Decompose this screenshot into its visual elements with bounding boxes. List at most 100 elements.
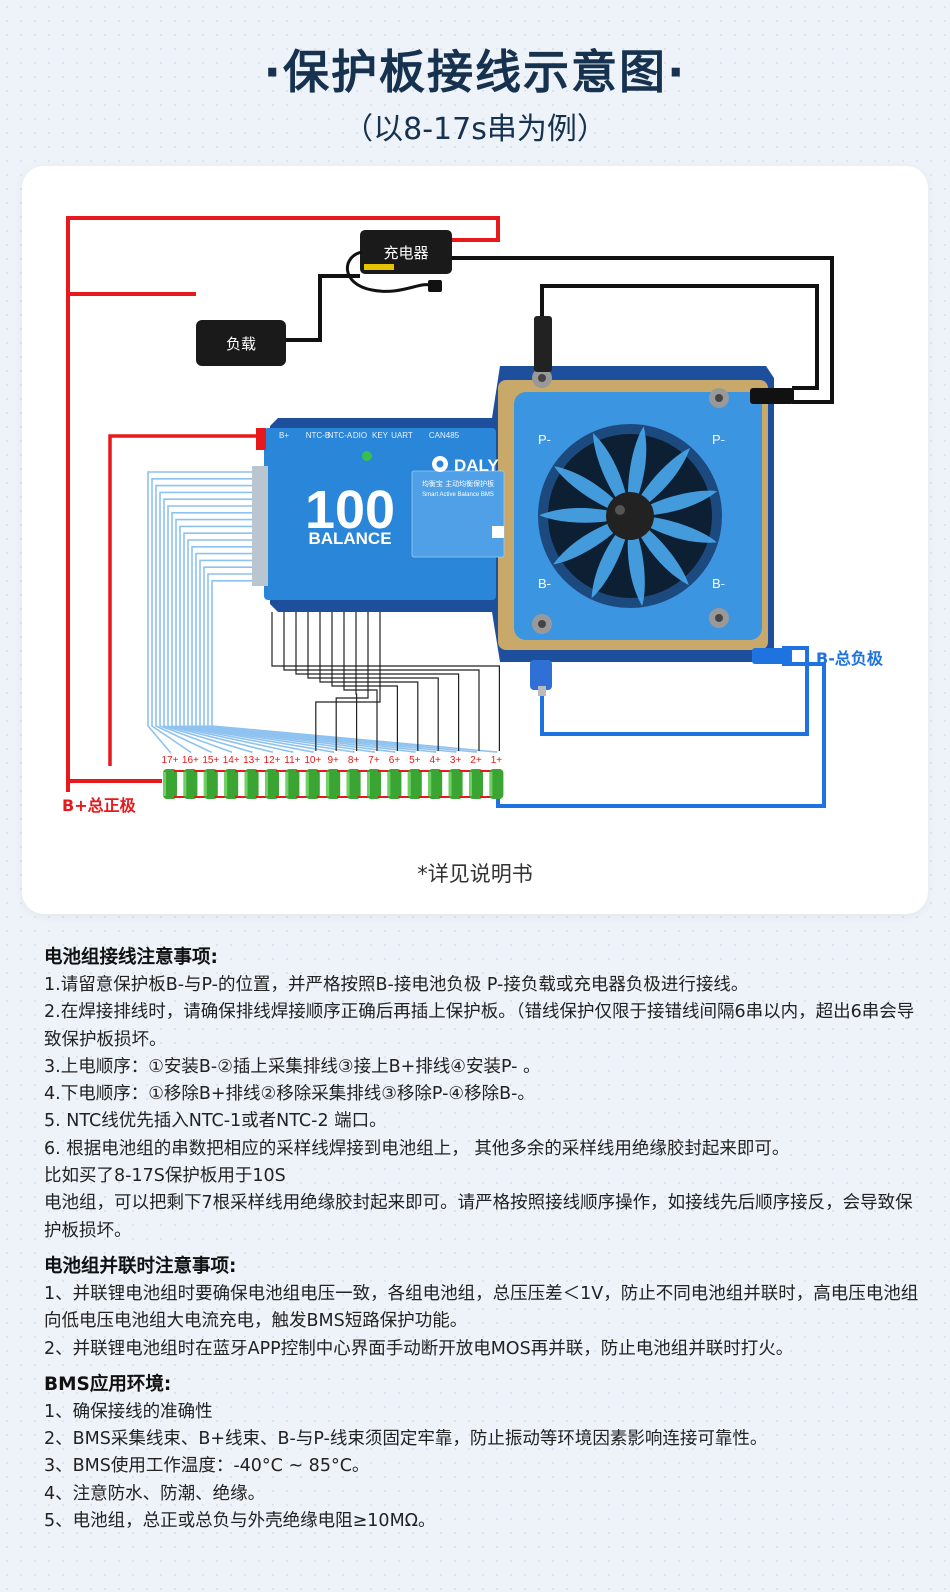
- battery-cell-highlight: [203, 772, 207, 796]
- pminus-terminal-right: P-: [712, 432, 725, 447]
- battery-cell-highlight: [387, 772, 391, 796]
- battery-cell: [163, 769, 177, 799]
- wiring-diagram-card: 充电器 负载: [22, 166, 928, 914]
- battery-cell: [367, 769, 381, 799]
- cell-label: 11+: [284, 755, 300, 766]
- board-model-sub: BALANCE: [308, 529, 391, 548]
- brand-logo: [432, 456, 448, 472]
- cell-label: 1+: [491, 755, 503, 766]
- sampling-wire: [179, 525, 335, 753]
- balance-wire: [331, 612, 398, 751]
- sampling-wire: [147, 471, 252, 755]
- note-line: 5. NTC线优先插入NTC-1或者NTC-2 端口。: [44, 1111, 387, 1132]
- note-line: 4.下电顺序：①移除B+排线②移除采集排线③移除P-④移除B-。: [44, 1084, 535, 1105]
- charger-label: 充电器: [383, 245, 428, 262]
- sampling-wire: [203, 566, 457, 753]
- balance-wire: [335, 612, 369, 751]
- sampling-harness: [147, 471, 500, 755]
- battery-cell-highlight: [244, 772, 248, 796]
- sampling-wire: [159, 491, 252, 754]
- cell-label: 14+: [223, 755, 240, 766]
- battery-cell: [244, 769, 259, 799]
- battery-cell: [428, 769, 443, 799]
- cell-label: 16+: [182, 755, 199, 766]
- battery-cells: 17+16+15+14+13+12+11+10+9+8+7+6+5+4+3+2+…: [162, 755, 504, 799]
- battery-cell-highlight: [489, 772, 493, 796]
- page-subtitle: （以8-17s串为例）: [343, 112, 607, 147]
- note-line: 5、电池组，总正或总负与外壳绝缘电阻≥10MΩ。: [44, 1511, 436, 1532]
- balance-wire: [307, 612, 439, 751]
- port-dio: DIO: [353, 431, 367, 440]
- sampling-wire: [175, 518, 314, 753]
- battery-cell: [285, 769, 300, 799]
- bminus-cell-wire: [496, 662, 826, 808]
- note-line: 4、注意防水、防潮、绝缘。: [44, 1483, 266, 1504]
- sampling-wire: [195, 552, 416, 753]
- battery-cell: [448, 769, 463, 799]
- sampling-wire: [191, 545, 396, 753]
- product-name: 均衡宝 主动均衡保护板: [422, 479, 494, 488]
- sampling-wire: [167, 505, 273, 754]
- cell-label: 4+: [429, 755, 441, 766]
- battery-cell-highlight: [305, 772, 309, 796]
- sampling-wire: [163, 498, 253, 754]
- battery-cell: [489, 769, 504, 799]
- bminus-terminal-right: B-: [712, 576, 725, 591]
- wiring-diagram: 充电器 负载: [62, 216, 884, 815]
- port-ntc-a: NTC-A: [328, 431, 353, 440]
- bms-board: [252, 316, 794, 696]
- brand-name: DALY: [454, 456, 499, 475]
- cell-label: 7+: [368, 755, 380, 766]
- load: [196, 320, 286, 366]
- battery-cell: [407, 769, 422, 799]
- cell-label: 5+: [409, 755, 421, 766]
- note-line: 1、确保接线的准确性: [44, 1401, 213, 1422]
- balance-wire: [295, 612, 460, 751]
- battery-cell: [387, 769, 402, 799]
- sampling-wire: [211, 579, 498, 753]
- charger-negative-wire: [452, 256, 834, 404]
- bplus-board-wire: [108, 434, 262, 766]
- battery-cell: [183, 769, 198, 799]
- note-line: 2.在焊接排线时，请确保排线焊接顺序正确后再插上保护板。（错线保护仅限于接错线间…: [44, 1002, 915, 1050]
- cell-label: 17+: [162, 755, 179, 766]
- battery-cell-highlight: [183, 772, 187, 796]
- battery-cell-highlight: [265, 772, 268, 796]
- cell-label: 8+: [348, 755, 360, 766]
- cell-label: 15+: [202, 755, 219, 766]
- balance-wire: [343, 612, 378, 751]
- battery-cell-highlight: [163, 772, 166, 796]
- cell-label: 12+: [264, 755, 281, 766]
- balance-wire: [283, 612, 480, 751]
- sampling-wire: [199, 559, 437, 753]
- sampling-wire: [207, 573, 477, 753]
- bplus-main-wire: [66, 216, 500, 792]
- notes-group-environment: BMS应用环境: 1、确保接线的准确性 2、BMS采集线束、B+线束、B-与P-…: [44, 1371, 924, 1535]
- battery-cell-highlight: [407, 772, 411, 796]
- board-model-number: 100: [305, 480, 395, 540]
- bplus-total-label: B+总正极: [62, 796, 137, 815]
- battery-cell-highlight: [346, 772, 350, 796]
- bminus-board-wire: [540, 646, 809, 736]
- port-bplus: B+: [279, 431, 289, 440]
- sampling-wire: [183, 532, 355, 753]
- notes-heading: BMS应用环境:: [44, 1373, 172, 1395]
- port-labels: CAN485 UART KEY DIO NTC-A NTC-B B+: [279, 431, 460, 440]
- manual-footnote: *详见说明书: [417, 862, 533, 886]
- note-line: 3、BMS使用工作温度：-40°C ~ 85°C。: [44, 1456, 370, 1477]
- note-line: 6. 根据电池组的串数把相应的采样线焊接到电池组上， 其他多余的采样线用绝缘胶封…: [44, 1138, 790, 1159]
- note-line: 2、并联锂电池组时在蓝牙APP控制中心界面手动断开放电MOS再并联，防止电池组并…: [44, 1338, 794, 1359]
- balance-wire: [271, 612, 500, 751]
- sampling-wire: [187, 539, 375, 753]
- notes-group-wiring: 电池组接线注意事项: 1.请留意保护板B-与P-的位置，并严格按照B-接电池负极…: [44, 944, 924, 1245]
- notes-section: 电池组接线注意事项: 1.请留意保护板B-与P-的位置，并严格按照B-接电池负极…: [44, 944, 924, 1543]
- notes-heading: 电池组并联时注意事项:: [44, 1255, 237, 1277]
- product-name-en: Smart Active Balance BMS: [422, 492, 494, 498]
- battery-cell-highlight: [428, 772, 432, 796]
- battery-cell: [265, 769, 279, 799]
- battery-cell: [326, 769, 341, 799]
- battery-cell: [305, 769, 320, 799]
- sampling-wire: [171, 511, 294, 753]
- cell-label: 13+: [243, 755, 260, 766]
- cell-label: 9+: [327, 755, 339, 766]
